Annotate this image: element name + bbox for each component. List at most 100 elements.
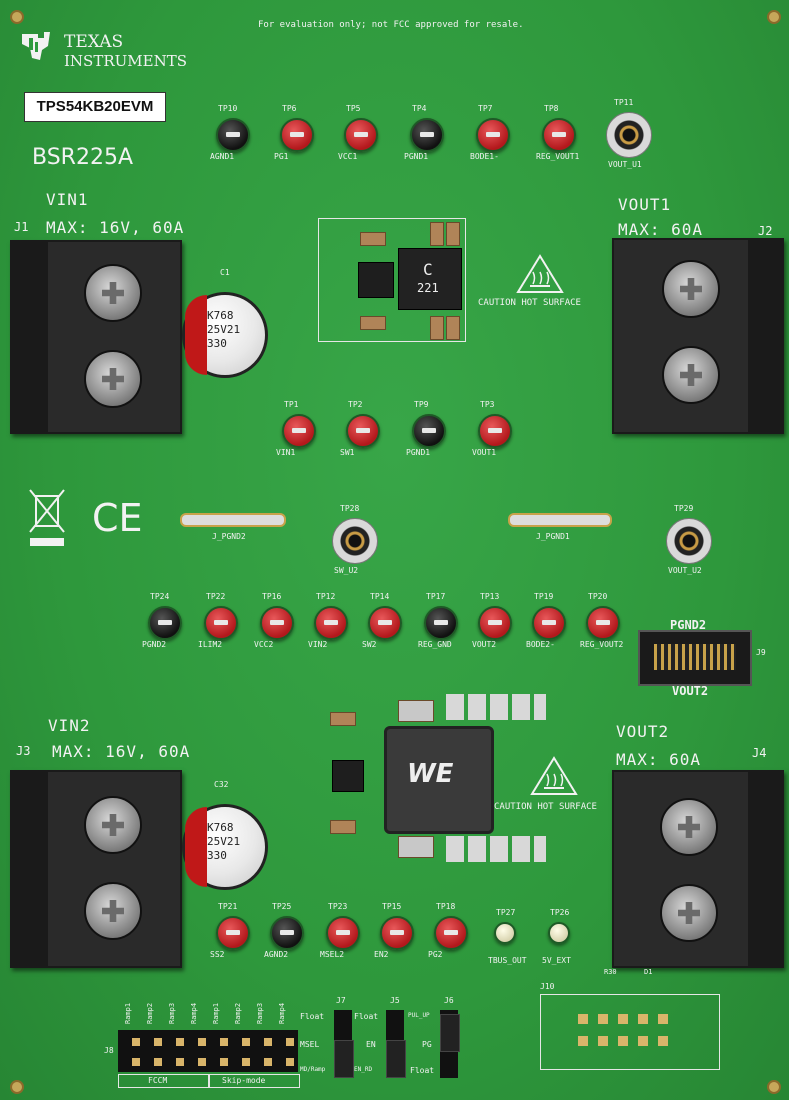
testpoint-label: REG_GND xyxy=(418,640,452,649)
testpoint-ss2[interactable] xyxy=(216,916,250,950)
testpoint-id: TP5 xyxy=(346,104,361,113)
testpoint-5v-ext[interactable] xyxy=(548,922,570,944)
smd-cap xyxy=(360,232,386,246)
testpoint-reg-vout2[interactable] xyxy=(586,606,620,640)
j8-header[interactable] xyxy=(118,1030,298,1072)
testpoint-bode1-[interactable] xyxy=(476,118,510,152)
coax-vout-u1[interactable] xyxy=(606,112,652,158)
coax-sw-u2[interactable] xyxy=(332,518,378,564)
j2-ref: J2 xyxy=(758,224,773,238)
testpoint-sw1[interactable] xyxy=(346,414,380,448)
testpoint-id: TP16 xyxy=(262,592,282,601)
screw-icon xyxy=(84,264,142,322)
testpoint-vin1[interactable] xyxy=(282,414,316,448)
testpoint-label: PGND1 xyxy=(406,448,431,457)
j7-jumper[interactable] xyxy=(334,1010,354,1078)
testpoint-msel2[interactable] xyxy=(326,916,360,950)
cap-text: K768 xyxy=(207,821,234,834)
header-pin xyxy=(264,1038,272,1046)
testpoint-id: TP18 xyxy=(436,902,456,911)
j7-ref: J7 xyxy=(336,996,346,1005)
testpoint-wire xyxy=(336,930,350,935)
cap-text: 25V21 xyxy=(207,835,241,848)
smd-cap xyxy=(430,222,444,246)
j5-enrd-label: EN_RD xyxy=(354,1066,373,1073)
testpoint-label: TBUS_OUT xyxy=(488,956,527,965)
u1-ic xyxy=(358,262,394,298)
testpoint-id: TP9 xyxy=(414,400,429,409)
coax-vout-u2[interactable] xyxy=(666,518,712,564)
testpoint-agnd2[interactable] xyxy=(270,916,304,950)
j10-pad xyxy=(658,1014,668,1024)
model-label: TPS54KB20EVM xyxy=(24,92,166,122)
smd-cap xyxy=(446,316,460,340)
j4-terminal-block[interactable] xyxy=(612,770,784,968)
j8-pin-label: Ramp1 xyxy=(212,1002,220,1024)
weee-icon xyxy=(28,488,66,548)
testpoint-id: TP26 xyxy=(550,908,570,917)
fcc-disclaimer: For evaluation only; not FCC approved fo… xyxy=(258,20,524,30)
j2-terminal-block[interactable] xyxy=(612,238,784,434)
j10-pad xyxy=(618,1036,628,1046)
j3-terminal-block[interactable] xyxy=(10,770,182,968)
u2-ic xyxy=(332,760,364,792)
j9-connector[interactable] xyxy=(638,630,752,686)
j5-float-label: Float xyxy=(354,1012,379,1021)
testpoint-label: VOUT2 xyxy=(472,640,497,649)
j6-jumper[interactable] xyxy=(440,1010,460,1078)
j5-jumper[interactable] xyxy=(386,1010,406,1078)
testpoint-reg-vout1[interactable] xyxy=(542,118,576,152)
testpoint-agnd1[interactable] xyxy=(216,118,250,152)
testpoint-sw2[interactable] xyxy=(368,606,402,640)
testpoint-label: VIN1 xyxy=(276,448,296,457)
testpoint-label: BODE1- xyxy=(470,152,499,161)
board-rev: BSR225A xyxy=(32,145,133,170)
testpoint-label: REG_VOUT1 xyxy=(536,152,580,161)
hot-surface-icon xyxy=(516,254,564,294)
testpoint-vout1[interactable] xyxy=(478,414,512,448)
mounting-hole xyxy=(10,1080,24,1094)
testpoint-pgnd1[interactable] xyxy=(412,414,446,448)
testpoint-vin2[interactable] xyxy=(314,606,348,640)
testpoint-wire xyxy=(280,930,294,935)
j1-terminal-block[interactable] xyxy=(10,240,182,434)
testpoint-id: TP2 xyxy=(348,400,363,409)
testpoint-pgnd1[interactable] xyxy=(410,118,444,152)
testpoint-wire xyxy=(214,620,228,625)
vin2-max: MAX: 16V, 60A xyxy=(52,742,191,761)
j8-ref: J8 xyxy=(104,1046,114,1055)
testpoint-label: REG_VOUT2 xyxy=(580,640,624,649)
testpoint-bode2-[interactable] xyxy=(532,606,566,640)
smd-cap xyxy=(398,836,434,858)
testpoint-wire xyxy=(324,620,338,625)
j5-en-label: EN xyxy=(366,1040,376,1049)
j10-footprint[interactable] xyxy=(578,1014,668,1050)
testpoint-vout2[interactable] xyxy=(478,606,512,640)
testpoint-pg1[interactable] xyxy=(280,118,314,152)
j9-ref: J9 xyxy=(756,648,766,657)
testpoint-wire xyxy=(420,132,434,137)
jumper-label: J_PGND1 xyxy=(536,532,570,541)
testpoint-ilim2[interactable] xyxy=(204,606,238,640)
testpoint-pg2[interactable] xyxy=(434,916,468,950)
testpoint-vcc2[interactable] xyxy=(260,606,294,640)
testpoint-label: PGND2 xyxy=(142,640,167,649)
caution-label-1: CAUTION HOT SURFACE xyxy=(478,298,581,308)
testpoint-wire xyxy=(434,620,448,625)
testpoint-pgnd2[interactable] xyxy=(148,606,182,640)
testpoint-label: BODE2- xyxy=(526,640,555,649)
coax-label: VOUT_U2 xyxy=(668,566,702,575)
testpoint-reg-gnd[interactable] xyxy=(424,606,458,640)
j6-ref: J6 xyxy=(444,996,454,1005)
testpoint-vcc1[interactable] xyxy=(344,118,378,152)
coax-id: TP28 xyxy=(340,504,360,513)
j1-ref: J1 xyxy=(14,220,29,234)
testpoint-en2[interactable] xyxy=(380,916,414,950)
testpoint-wire xyxy=(354,132,368,137)
testpoint-tbus-out[interactable] xyxy=(494,922,516,944)
smd-cap xyxy=(330,820,356,834)
testpoint-label: ILIM2 xyxy=(198,640,223,649)
header-pin xyxy=(242,1038,250,1046)
c1-ref: C1 xyxy=(220,268,230,277)
j10-pad xyxy=(578,1014,588,1024)
